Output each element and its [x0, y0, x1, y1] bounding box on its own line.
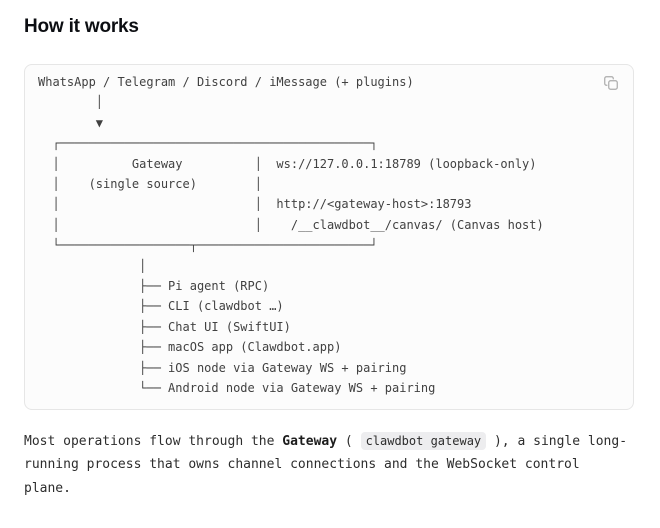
- paragraph-text: Most operations flow through the: [24, 433, 283, 449]
- body-paragraph: Most operations flow through the Gateway…: [24, 430, 630, 501]
- ascii-diagram: WhatsApp / Telegram / Discord / iMessage…: [38, 75, 544, 396]
- code-block: WhatsApp / Telegram / Discord / iMessage…: [24, 64, 634, 410]
- copy-icon: [604, 76, 618, 90]
- section-heading: How it works: [24, 16, 139, 37]
- copy-button[interactable]: [601, 73, 621, 93]
- docs-page: How it works WhatsApp / Telegram / Disco…: [24, 16, 634, 501]
- inline-code: clawdbot gateway: [360, 431, 487, 450]
- paragraph-text: (: [337, 433, 361, 449]
- gateway-bold: Gateway: [282, 433, 338, 449]
- paragraph-text: ), a single long-running process that ow…: [24, 433, 628, 496]
